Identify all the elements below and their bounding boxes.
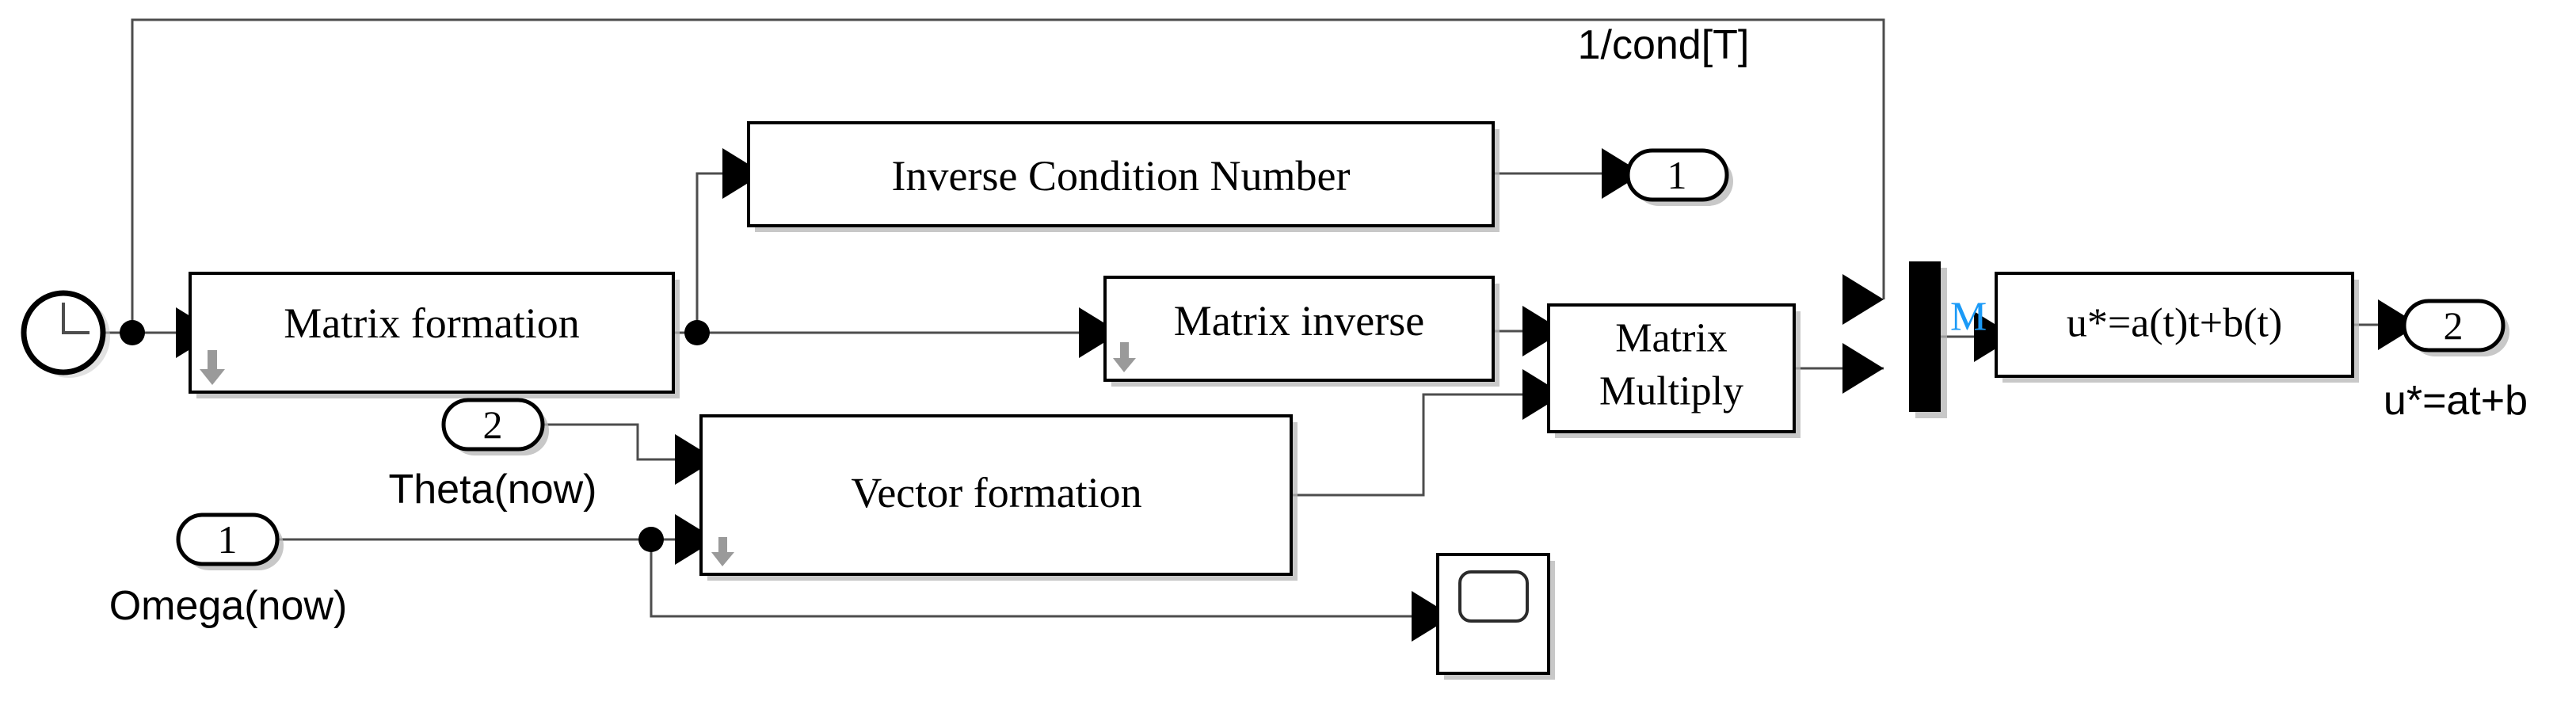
- scope-screen-icon: [1458, 570, 1529, 623]
- arrowhead-matrix-multiply-in2: [1522, 369, 1564, 420]
- matrix-multiply-label-line2: Multiply: [1599, 369, 1743, 414]
- wire-in2-to-vector-formation[interactable]: [543, 423, 675, 461]
- wire-in1-branch-to-scope[interactable]: [650, 539, 1412, 618]
- matrix-formation-block[interactable]: Matrix formation: [189, 272, 680, 398]
- subsystem-arrow-icon: [1113, 342, 1136, 372]
- matrix-multiply-label-line1: Matrix: [1615, 316, 1728, 361]
- arrowhead-inverse-condition-in: [722, 148, 764, 199]
- wire-clock-to-mux-feedback[interactable]: [131, 18, 1885, 333]
- output-port-2-number: 2: [2444, 303, 2464, 348]
- scope-block[interactable]: [1436, 553, 1555, 680]
- arrowhead-mux-in2: [1842, 343, 1884, 394]
- subsystem-arrow-icon: [711, 537, 734, 566]
- input-port-2-caption: Theta(now): [389, 467, 597, 513]
- arrowhead-vector-formation-in2: [675, 514, 716, 565]
- input-port-1[interactable]: 1: [176, 513, 284, 570]
- control-law-block[interactable]: u*=a(t)t+b(t): [1995, 272, 2359, 383]
- junction-dot-omega: [638, 527, 664, 552]
- signal-label-inverse-condition: 1/cond[T]: [1578, 22, 1750, 68]
- control-law-label: u*=a(t)t+b(t): [2067, 301, 2282, 346]
- mux-block[interactable]: [1909, 261, 1947, 418]
- matrix-multiply-block[interactable]: Matrix Multiply: [1547, 303, 1801, 438]
- arrowhead-matrix-inverse-in: [1079, 307, 1120, 358]
- vector-formation-label: Vector formation: [851, 469, 1141, 516]
- output-port-2[interactable]: 2: [2402, 299, 2509, 356]
- matrix-formation-label: Matrix formation: [284, 299, 579, 347]
- output-port-2-caption: u*=at+b: [2384, 378, 2528, 424]
- input-port-2-number: 2: [483, 402, 503, 447]
- arrowhead-out2-in: [2378, 299, 2419, 350]
- wire-matrix-formation-to-inverse-condition[interactable]: [695, 172, 722, 333]
- wire-vector-formation-to-matrix-multiply[interactable]: [1291, 393, 1522, 497]
- input-port-1-caption: Omega(now): [109, 583, 348, 629]
- arrowhead-vector-formation-in1: [675, 434, 716, 485]
- input-port-1-number: 1: [218, 517, 238, 562]
- arrowhead-out1-in: [1602, 148, 1643, 199]
- arrowhead-matrix-multiply-in1: [1522, 306, 1564, 356]
- junction-dot-clock: [120, 320, 145, 345]
- arrowhead-scope-in: [1412, 591, 1453, 642]
- mux-signal-tag: M: [1950, 295, 1987, 340]
- arrowhead-mux-in1: [1842, 274, 1884, 325]
- subsystem-arrow-icon: [200, 350, 225, 385]
- clock-block[interactable]: [21, 290, 110, 378]
- inverse-condition-number-label: Inverse Condition Number: [892, 152, 1351, 200]
- matrix-inverse-label: Matrix inverse: [1174, 297, 1424, 345]
- matrix-inverse-block[interactable]: Matrix inverse: [1103, 276, 1499, 387]
- inverse-condition-number-block[interactable]: Inverse Condition Number: [747, 121, 1499, 232]
- vector-formation-block[interactable]: Vector formation: [699, 414, 1298, 581]
- output-port-1[interactable]: 1: [1625, 148, 1733, 206]
- junction-dot-matrix-formation-out: [684, 320, 710, 345]
- input-port-2[interactable]: 2: [441, 398, 549, 455]
- output-port-1-number: 1: [1667, 153, 1687, 197]
